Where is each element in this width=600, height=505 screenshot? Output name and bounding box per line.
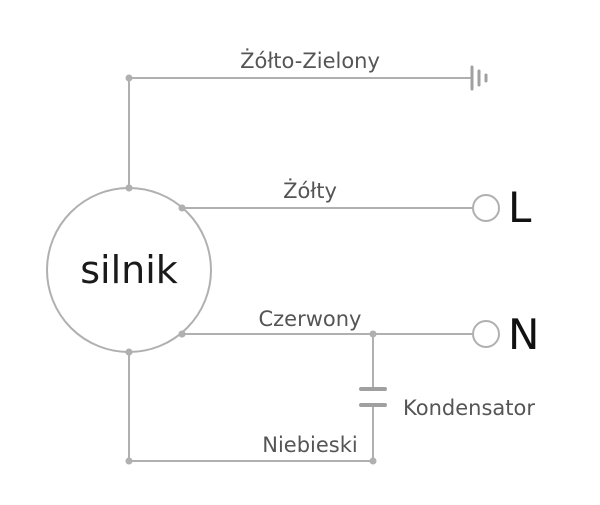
neutral-wire-label: Czerwony [258,307,361,331]
terminal-N-label: N [508,310,539,359]
ground-wire: Żółto-Zielony [125,48,472,192]
blue-wire: Niebieski [125,348,377,465]
capacitor-branch: Kondensator [359,334,535,461]
junction-dot [125,457,133,465]
capacitor-label: Kondensator [403,396,535,420]
motor-label: silnik [80,248,178,292]
blue-wire-label: Niebieski [262,433,357,457]
live-wire: Żółty [178,178,473,212]
live-wire-label: Żółty [283,178,337,203]
motor: silnik [46,184,212,356]
neutral-wire: Czerwony [178,307,473,338]
terminal-L: L [472,183,532,232]
terminal-N: N [472,310,539,359]
ground-symbol-icon [470,65,488,91]
junction-dot [125,74,133,82]
terminal-L-label: L [508,183,532,232]
ground-wire-label: Żółto-Zielony [240,48,380,73]
capacitor-symbol-icon [359,387,387,407]
junction-dot [369,457,377,465]
